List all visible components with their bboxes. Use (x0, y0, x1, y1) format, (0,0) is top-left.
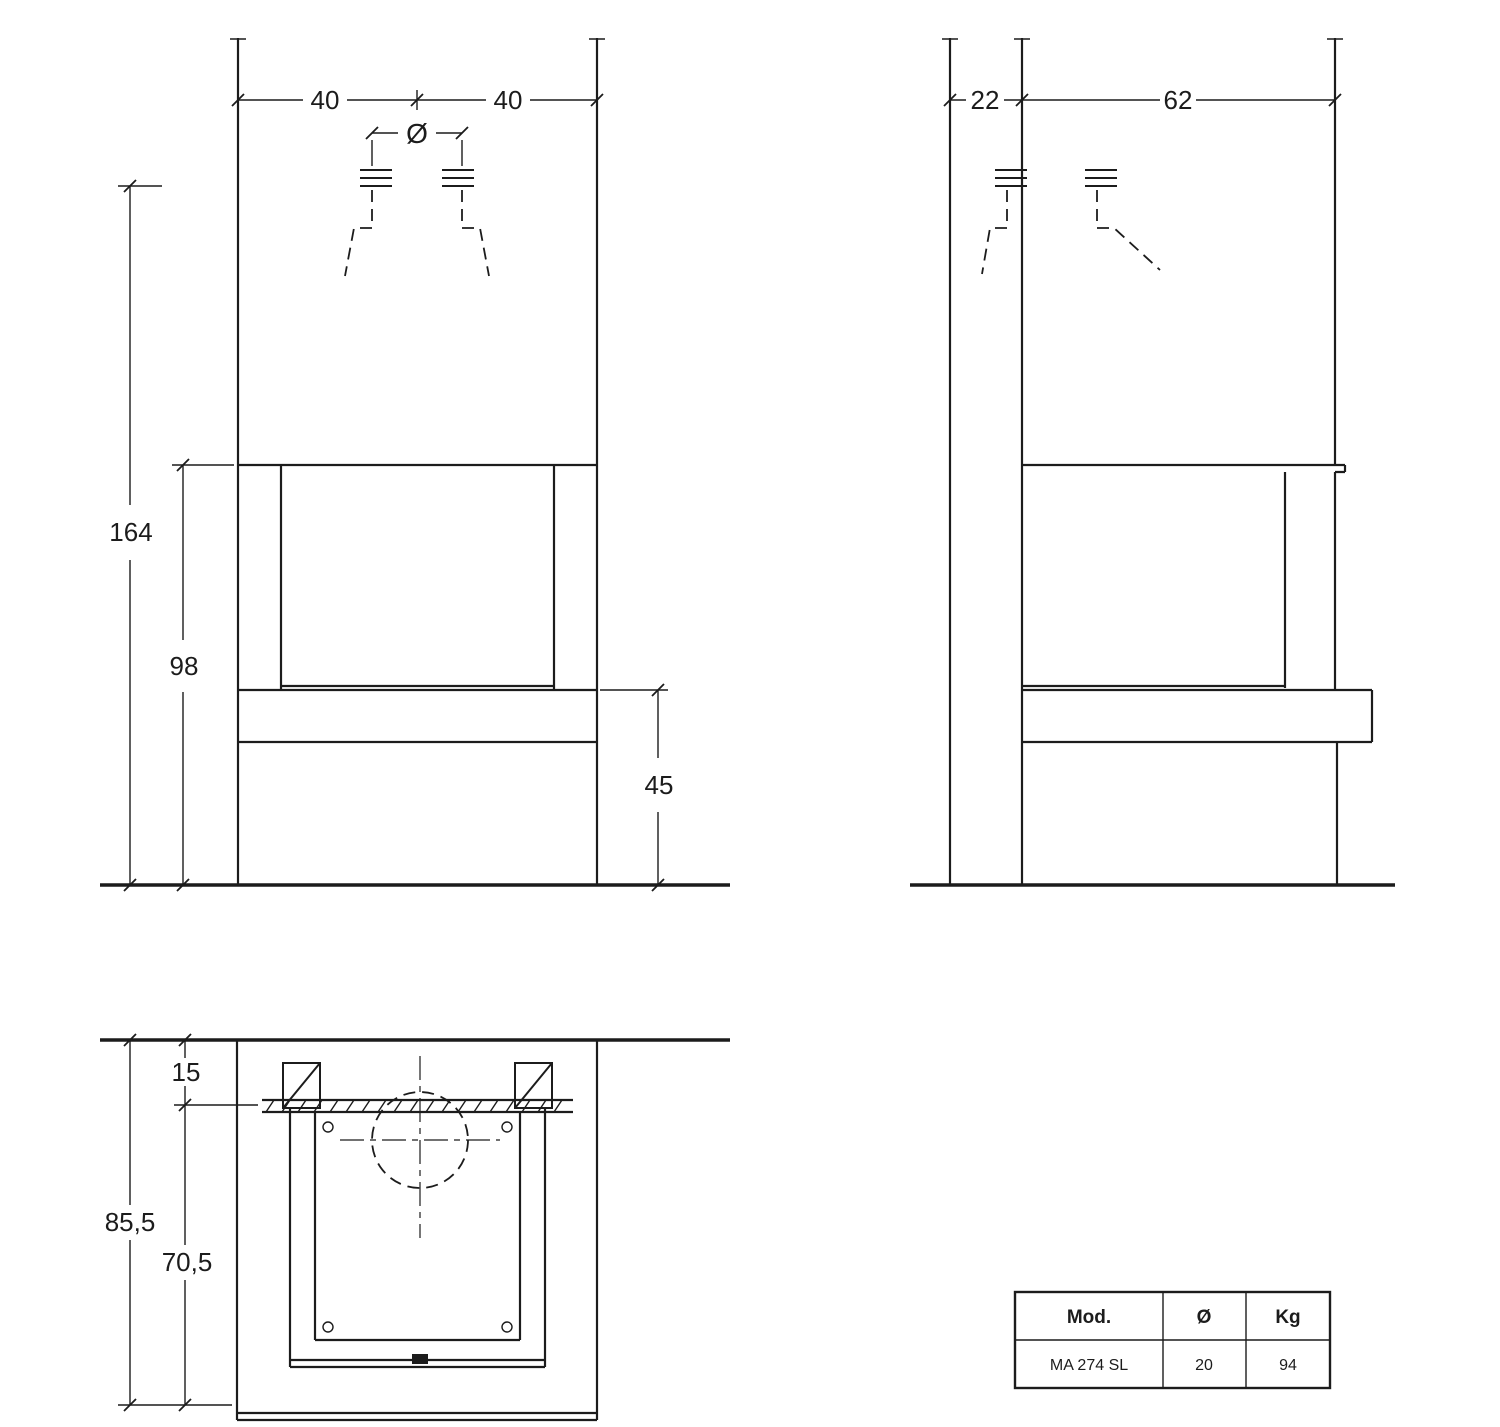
table-cell-diameter: 20 (1195, 1357, 1213, 1374)
spec-table-grid (1015, 1292, 1330, 1388)
front-view-outline (236, 38, 599, 885)
front-flue-collar (360, 169, 474, 187)
dim-label-total-height: 164 (109, 517, 152, 547)
side-flue-hidden-lines (981, 190, 1161, 275)
dim-label-width-right: 40 (494, 85, 523, 115)
plan-dimension-lines (118, 1040, 258, 1406)
front-dimension-ticks (123, 93, 665, 892)
front-view: 40 40 Ø 164 98 45 (100, 38, 730, 892)
front-flue-hidden-lines (344, 190, 490, 277)
plan-front-clamp (412, 1354, 428, 1364)
plan-screw-bottom-right (501, 1321, 513, 1333)
table-cell-model: MA 274 SL (1050, 1357, 1128, 1374)
front-dimension-lines (118, 90, 668, 885)
table-cell-weight: 94 (1279, 1357, 1297, 1374)
dim-label-firebox-height: 98 (170, 651, 199, 681)
plan-screw-top-left (322, 1121, 334, 1133)
dim-label-front-depth: 62 (1164, 85, 1193, 115)
table-header-diameter: Ø (1197, 1307, 1212, 1328)
dim-label-total-depth: 85,5 (105, 1207, 156, 1237)
dim-label-back-depth: 22 (971, 85, 1000, 115)
dim-label-width-left: 40 (311, 85, 340, 115)
dim-label-bench-height: 45 (645, 770, 674, 800)
side-flue-collar (995, 169, 1117, 187)
plan-screw-top-right (501, 1121, 513, 1133)
plan-centerlines (340, 1056, 500, 1238)
side-view-outline (948, 38, 1374, 885)
dim-label-wall-offset: 15 (172, 1057, 201, 1087)
side-dimension-ticks (943, 93, 1342, 107)
plan-screw-bottom-left (322, 1321, 334, 1333)
table-header-weight: Kg (1275, 1307, 1300, 1328)
plan-insulation-hatch (265, 1099, 563, 1113)
plan-view: 15 85,5 70,5 (100, 1033, 730, 1422)
plan-dimension-ticks (123, 1033, 192, 1412)
spec-table: Mod. Ø Kg MA 274 SL 20 94 (1013, 1290, 1332, 1390)
table-header-model: Mod. (1067, 1307, 1111, 1328)
dim-label-body-depth: 70,5 (162, 1247, 213, 1277)
dim-label-flue-diameter: Ø (406, 118, 428, 149)
plan-right-bracket (514, 1062, 553, 1109)
side-view: 22 62 (910, 38, 1395, 887)
